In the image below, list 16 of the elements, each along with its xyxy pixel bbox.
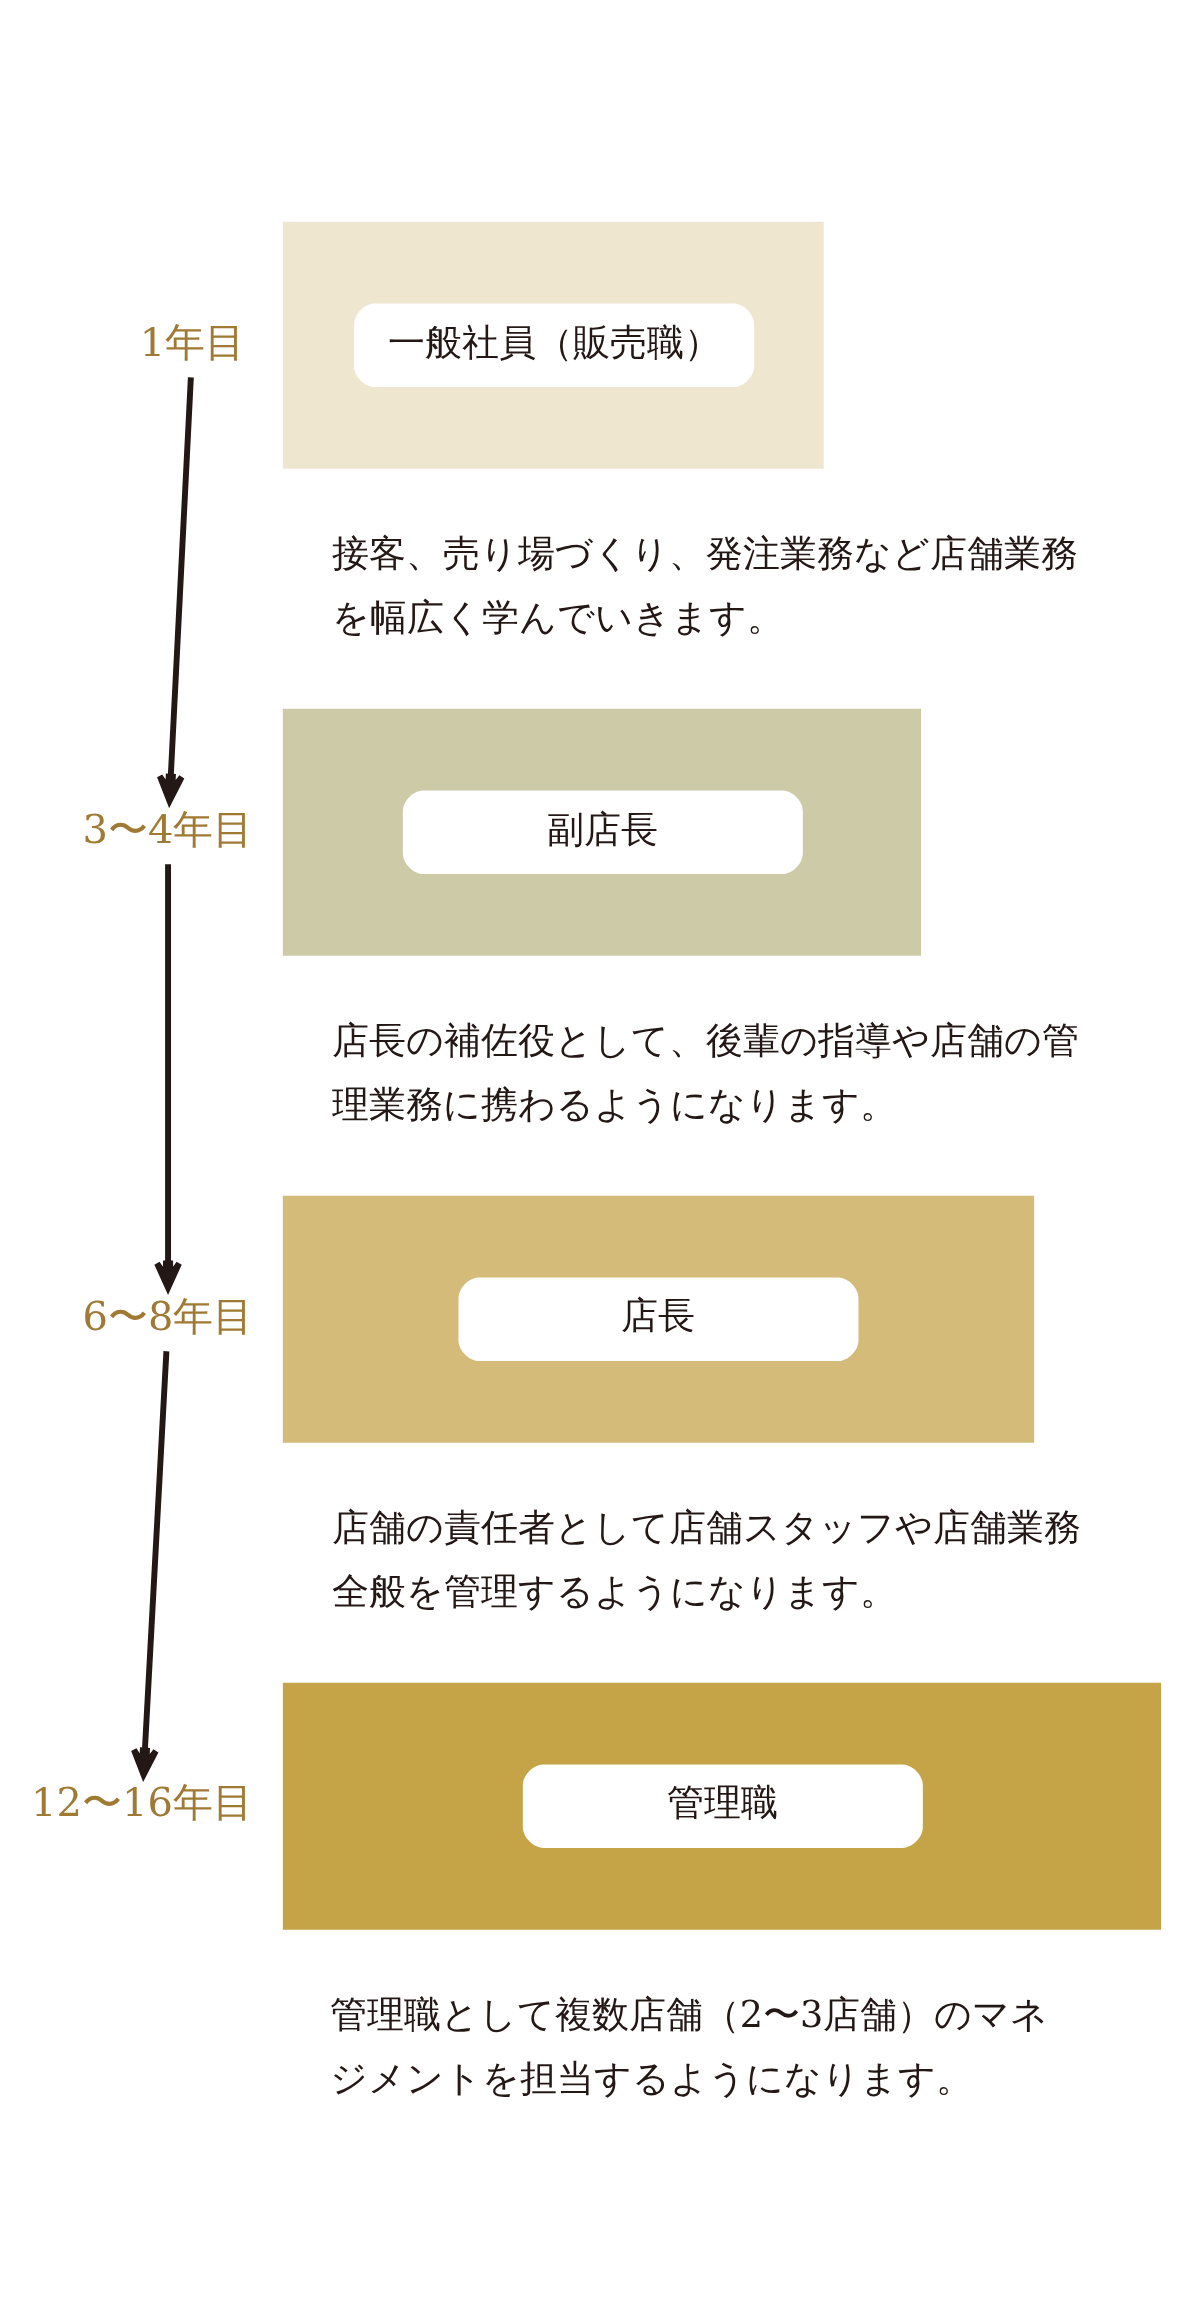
node-box: 店長 (458, 1277, 859, 1361)
cluster (282, 221, 824, 469)
node-box: 管理職 (522, 1764, 923, 1848)
node-box: 一般社員（販売職） (354, 303, 755, 388)
node-text: 3〜4年目 (82, 805, 254, 852)
cluster (282, 1682, 1162, 1930)
node-text: 1年目 (139, 318, 246, 365)
cluster (282, 708, 922, 956)
node-label: 接客、売り場づくり、発注業務など店舗業務を幅広く学んでいきます。 (331, 531, 1078, 640)
node-box: 副店長 (402, 790, 803, 875)
node-text: 12〜16年目 (31, 1779, 253, 1826)
node-label: 管理職として複数店舗（2〜3店舗）のマネジメントを担当するようになります。 (329, 1992, 1049, 2101)
cluster (282, 1195, 1035, 1443)
node-label: 店舗の責任者として店舗スタッフや店舗業務全般を管理するようになります。 (331, 1505, 1081, 1614)
node-label: 店長の補佐役として、後輩の指導や店舗の管理業務に携わるようになります。 (331, 1018, 1079, 1127)
node-text: 6〜8年目 (82, 1292, 254, 1339)
